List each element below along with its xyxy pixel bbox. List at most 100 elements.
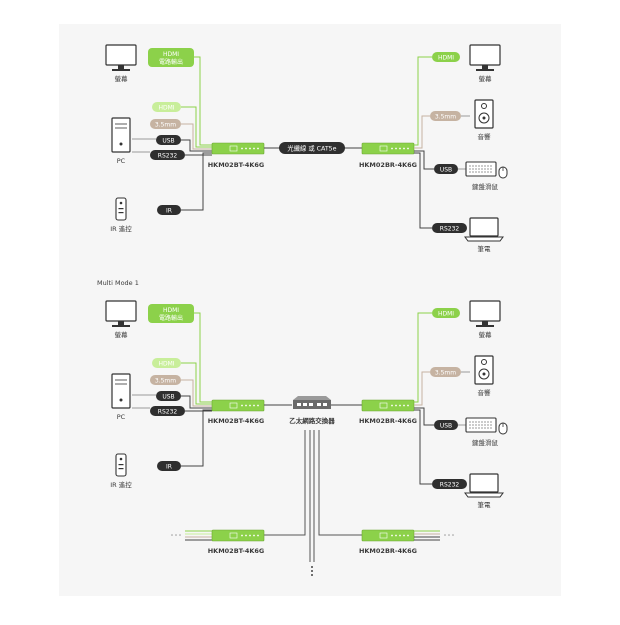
wire-r-hdmi — [414, 56, 432, 146]
svg-text:光纖線 或 CAT5e: 光纖線 或 CAT5e — [287, 144, 336, 153]
svg-text:HKM02BT-4K6G: HKM02BT-4K6G — [208, 547, 265, 555]
svg-text:PC: PC — [117, 413, 126, 421]
svg-text:HKM02BR-4K6G: HKM02BR-4K6G — [359, 547, 417, 555]
svg-text:USB: USB — [162, 394, 174, 401]
tag-r-usb-2: USB — [434, 420, 458, 430]
remote-control: IR 遙控 — [110, 197, 132, 233]
wire-r-rs232 — [414, 152, 432, 229]
section-title-multi-mode: Multi Mode 1 — [97, 279, 139, 287]
pc-tower-2: PC — [111, 373, 131, 421]
right-wires-2 — [414, 312, 470, 485]
tag-usb: USB — [156, 135, 181, 145]
svg-text:RS232: RS232 — [440, 482, 460, 489]
svg-text:鍵盤滑鼠: 鍵盤滑鼠 — [472, 438, 499, 447]
svg-text:RS232: RS232 — [158, 153, 178, 160]
switch-downlinks — [264, 430, 362, 562]
tag-hdmi: HDMI — [152, 102, 181, 112]
right-wires — [414, 56, 470, 229]
tag-usb-2: USB — [156, 391, 181, 401]
laptop-2: 筆電 — [464, 473, 504, 509]
tag-hdmi-out-2: HDMI 電路輸出 — [148, 304, 194, 323]
receiver-label: HKM02BR-4K6G — [359, 161, 417, 169]
laptop: 筆電 — [464, 217, 504, 253]
tag-rs232: RS232 — [150, 150, 185, 160]
svg-text:USB: USB — [440, 167, 452, 174]
monitor-right-2: 螢幕 — [469, 300, 501, 339]
transmitter-device-2: HKM02BT-4K6G — [208, 399, 265, 425]
monitor-left-2: 螢幕 — [105, 300, 137, 339]
remote-control-2: IR 遙控 — [110, 453, 132, 489]
left-wires-2 — [132, 312, 212, 467]
switch-label: 乙太網路交換器 — [289, 416, 335, 425]
svg-text:RS232: RS232 — [158, 409, 178, 416]
svg-text:HDMI: HDMI — [163, 307, 179, 314]
svg-text:HDMI: HDMI — [158, 105, 174, 112]
svg-text:USB: USB — [440, 423, 452, 430]
speaker-2: 音響 — [474, 355, 494, 397]
svg-text:HDMI: HDMI — [438, 55, 454, 62]
tag-hdmi-out: HDMI 電路輸出 — [148, 48, 194, 67]
svg-text:RS232: RS232 — [440, 226, 460, 233]
svg-text:3.5mm: 3.5mm — [435, 370, 456, 377]
monitor-left: 螢幕 — [105, 44, 137, 83]
tag-r-usb: USB — [434, 164, 458, 174]
svg-text:IR: IR — [166, 464, 172, 471]
ethernet-switch: 乙太網路交換器 — [289, 396, 335, 425]
svg-text:音響: 音響 — [478, 388, 492, 397]
more-dots — [311, 566, 313, 576]
extra-transmitter: HKM02BT-4K6G — [171, 529, 265, 555]
tag-audio: 3.5mm — [150, 119, 181, 129]
monitor-right-label: 螢幕 — [479, 74, 493, 83]
svg-text:IR: IR — [166, 208, 172, 215]
svg-text:3.5mm: 3.5mm — [155, 378, 176, 385]
svg-text:HDMI: HDMI — [438, 311, 454, 318]
diagram-point-to-point: 螢幕 PC IR 遙控 HDMI 電路輸出 HDMI 3.5m — [105, 44, 508, 253]
remote-label: IR 遙控 — [110, 224, 132, 233]
speaker: 音響 — [474, 99, 494, 141]
svg-text:HKM02BT-4K6G: HKM02BT-4K6G — [208, 417, 265, 425]
tag-r-audio-2: 3.5mm — [430, 367, 461, 377]
keyboard-mouse: 鍵盤滑鼠 — [465, 161, 508, 191]
wire-r-usb — [414, 150, 434, 170]
keyboard-label: 鍵盤滑鼠 — [472, 182, 499, 191]
link-badge: 光纖線 或 CAT5e — [279, 142, 345, 154]
pc-label: PC — [117, 157, 126, 165]
svg-text:HKM02BR-4K6G: HKM02BR-4K6G — [359, 417, 417, 425]
tag-ir-2: IR — [157, 461, 181, 471]
svg-text:USB: USB — [162, 138, 174, 145]
keyboard-mouse-2: 鍵盤滑鼠 — [465, 417, 508, 447]
svg-text:IR 遙控: IR 遙控 — [110, 480, 132, 489]
tag-hdmi-2: HDMI — [152, 358, 181, 368]
tag-r-hdmi-2: HDMI — [432, 308, 460, 318]
tag-audio-2: 3.5mm — [150, 375, 181, 385]
left-wires — [132, 56, 212, 211]
svg-text:螢幕: 螢幕 — [115, 330, 129, 339]
receiver-device-2: HKM02BR-4K6G — [359, 399, 417, 425]
svg-text:筆電: 筆電 — [478, 500, 492, 509]
tag-ir: IR — [157, 205, 181, 215]
monitor-right: 螢幕 — [469, 44, 501, 83]
wire-audio — [181, 123, 212, 150]
tag-r-audio: 3.5mm — [430, 111, 461, 121]
tag-r-rs232: RS232 — [432, 223, 467, 233]
wire-usb — [181, 139, 212, 152]
speaker-label: 音響 — [478, 132, 492, 141]
extra-receiver: HKM02BR-4K6G — [359, 529, 454, 555]
tag-r-hdmi: HDMI — [432, 52, 460, 62]
tag-r-rs232-2: RS232 — [432, 479, 467, 489]
svg-text:3.5mm: 3.5mm — [155, 122, 176, 129]
svg-text:電路輸出: 電路輸出 — [159, 314, 183, 322]
laptop-label: 筆電 — [478, 244, 492, 253]
svg-text:HDMI: HDMI — [163, 51, 179, 58]
wire-r-audio — [414, 115, 430, 149]
svg-text:電路輸出: 電路輸出 — [159, 58, 183, 66]
wire-hdmi-in — [181, 106, 212, 148]
wire-ir — [181, 152, 212, 211]
tag-rs232-2: RS232 — [150, 406, 185, 416]
diagram-multi-mode: 螢幕 PC IR 遙控 HDMI 電路輸出 HDMI 3.5m — [105, 300, 508, 576]
svg-text:3.5mm: 3.5mm — [435, 114, 456, 121]
svg-text:螢幕: 螢幕 — [479, 330, 493, 339]
svg-text:HDMI: HDMI — [158, 361, 174, 368]
